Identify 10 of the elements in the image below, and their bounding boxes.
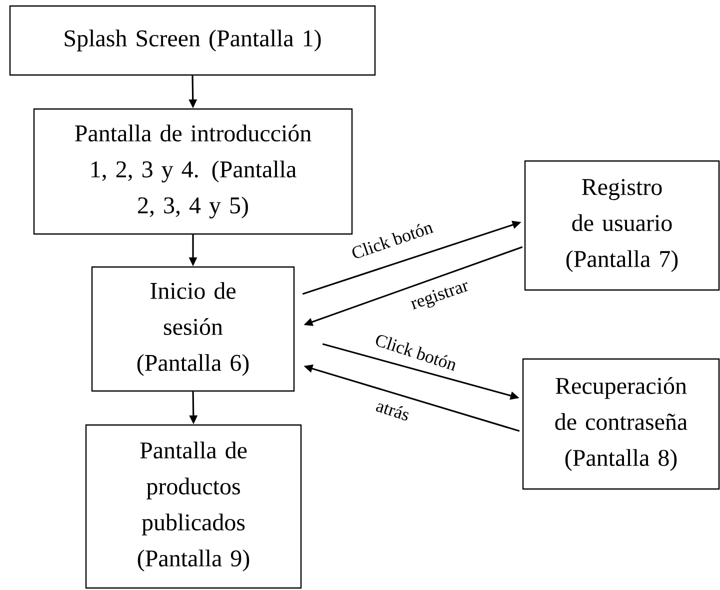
edge-label: Click botón bbox=[352, 224, 434, 258]
edge-label: atrás bbox=[376, 403, 409, 420]
screen-box: Splash Screen (Pantalla 1) bbox=[9, 5, 376, 76]
screen-box: Inicio de sesión (Pantalla 6) bbox=[91, 266, 295, 392]
screen-box: Registro de usuario (Pantalla 7) bbox=[524, 160, 720, 291]
screen-box: Recuperación de contraseña (Pantalla 8) bbox=[522, 358, 720, 490]
edge-label: registrar bbox=[410, 282, 468, 310]
screen-box: Pantalla de productos publicados (Pantalla 9) bbox=[85, 424, 302, 589]
edge-label: Click botón bbox=[376, 335, 456, 371]
screen-box: Pantalla de introducción 1, 2, 3 y 4. (Pantalla 2, 3, 4 y 5) bbox=[33, 108, 353, 235]
